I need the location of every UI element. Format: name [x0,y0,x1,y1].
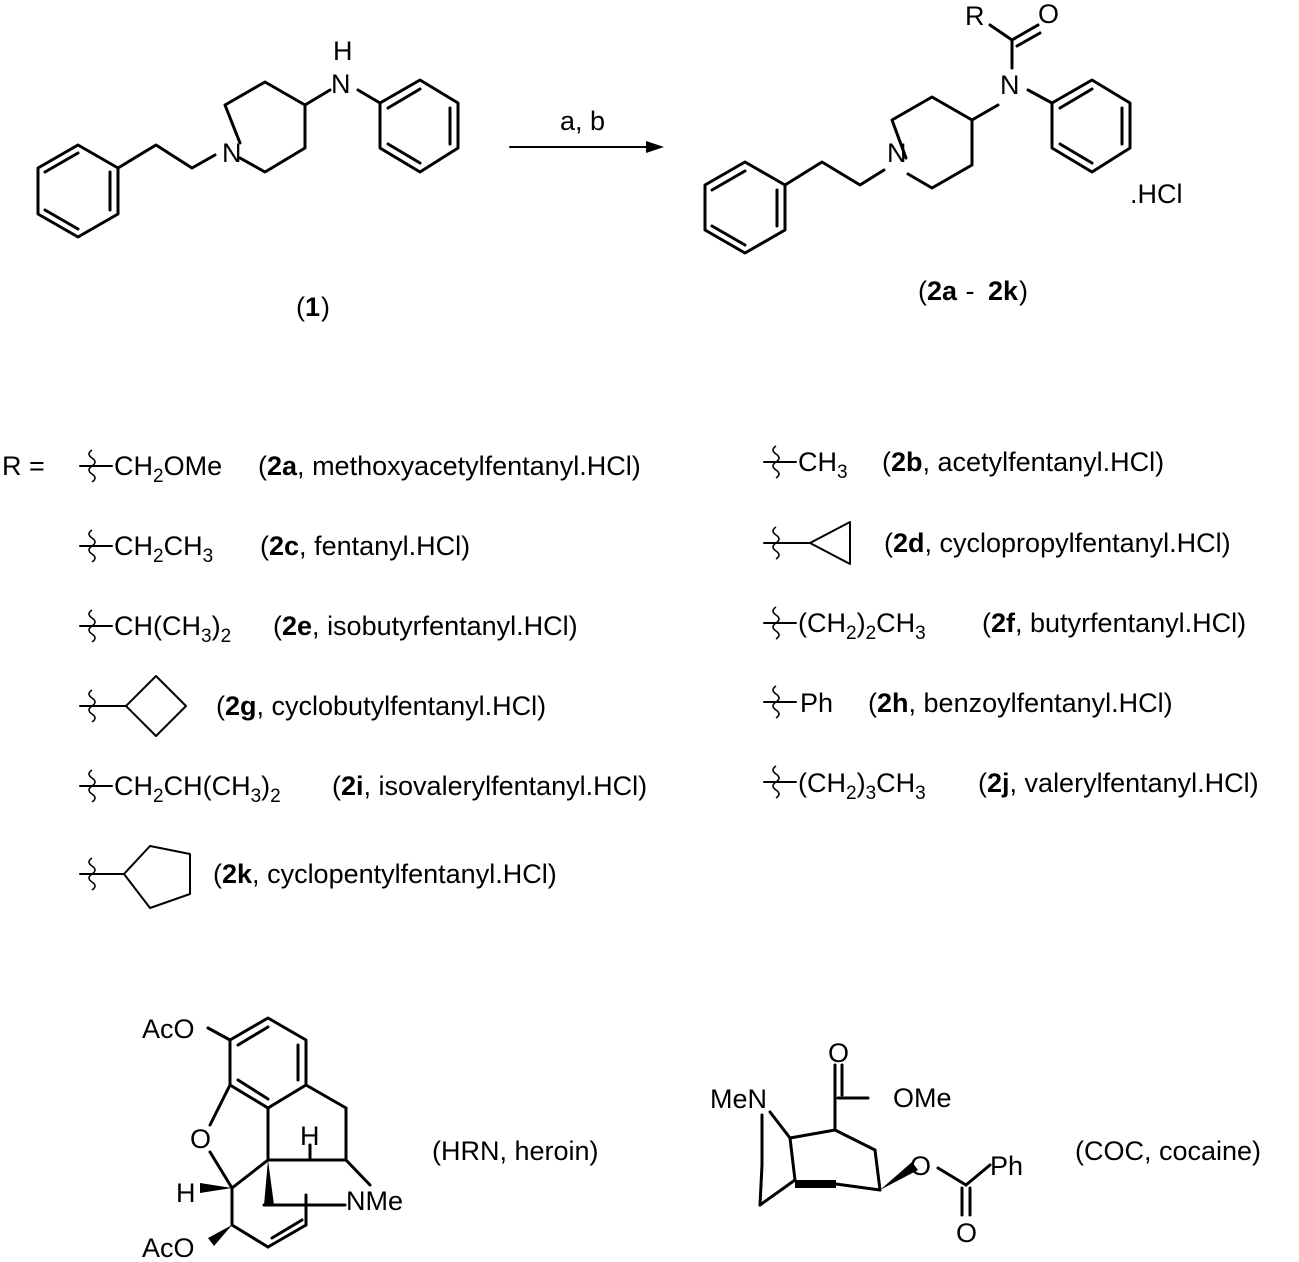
heroin-atom-aco-bottom: AcO [142,1233,195,1262]
cyclopentyl-ring [123,845,191,909]
benzene-ring-left [36,143,120,239]
svg-text:CH(CH3)2: CH(CH3)2 [114,611,231,647]
svg-text:(2e, isobutyrfentanyl.HCl): (2e, isobutyrfentanyl.HCl) [273,611,578,641]
cocaine-atom-o-link: O [910,1151,931,1181]
r-prefix: R = [2,451,45,481]
svg-text:(CH2)3CH3: (CH2)3CH3 [798,768,926,804]
code-2h: 2h [877,688,909,718]
cyclobutyl-ring [125,675,187,737]
product-label-first: 2a [927,276,958,306]
name-2e: isobutyrfentanyl.HCl [327,611,569,641]
benzene-ring-aniline [378,78,460,174]
group-2h: Ph [800,688,833,718]
substituent-2f: (CH2)2CH3 (2f, butyrfentanyl.HCl) [763,606,1246,644]
heroin-atom-aco-top: AcO [142,1014,195,1044]
heroin-atom-nme: NMe [346,1186,403,1216]
cyclopropyl-ring [809,521,851,565]
code-2f: 2f [991,608,1016,638]
cocaine-atom-o-ester: O [828,1038,849,1068]
name-2j: valerylfentanyl.HCl [1025,768,1250,798]
heroin-atom-h-left: H [176,1178,196,1208]
name-2g: cyclobutylfentanyl.HCl [272,691,538,721]
heroin-atom-h-top: H [300,1121,320,1151]
product-label-last: 2k [988,276,1019,306]
svg-text:(2d, cyclopropylfentanyl.HCl): (2d, cyclopropylfentanyl.HCl) [884,528,1231,558]
product-label-dash: - [958,276,982,306]
reaction-conditions: a, b [560,106,605,136]
substituent-2k: (2k, cyclopentylfentanyl.HCl) [79,845,557,909]
cocaine-label: (COC, cocaine) [1075,1136,1261,1166]
substituent-2d: (2d, cyclopropylfentanyl.HCl) [763,521,1231,565]
svg-text:CH2CH3: CH2CH3 [114,531,213,567]
substituent-2i: CH2CH(CH3)2 (2i, isovalerylfentanyl.HCl) [79,769,647,807]
substituent-2a: CH2OMe (2a, methoxyacetylfentanyl.HCl) [79,449,641,487]
substituent-2c: CH2CH3 (2c, fentanyl.HCl) [79,529,470,567]
product-label-close: ) [1019,276,1028,306]
name-2b: acetylfentanyl.HCl [938,447,1156,477]
code-2e: 2e [282,611,312,641]
product-atom-n-amide: N [1000,70,1020,100]
cocaine-atom-o-carbonyl: O [956,1218,977,1248]
compound-2-structure: N N R O [703,0,1132,255]
substituent-2b: CH3 (2b, acetylfentanyl.HCl) [763,445,1164,483]
compound-1-label-close: ) [321,292,330,322]
name-2k: cyclopentylfentanyl.HCl [267,859,548,889]
cocaine-structure: MeN O OMe O Ph O [710,1038,1023,1248]
aromatic-inner-bonds [43,151,80,174]
product-label-open: ( [918,276,927,306]
ethyl-linker [116,143,217,170]
code-2a: 2a [267,451,298,481]
reaction-arrow [509,141,664,153]
cocaine-atom-ome: OMe [893,1083,952,1113]
code-2g: 2g [225,691,257,721]
name-2a: methoxyacetylfentanyl.HCl [312,451,632,481]
code-2c: 2c [269,531,299,561]
name-2d: cyclopropylfentanyl.HCl [940,528,1222,558]
svg-text:(2i, isovalerylfentanyl.HCl): (2i, isovalerylfentanyl.HCl) [332,771,647,801]
name-2h: benzoylfentanyl.HCl [924,688,1164,718]
substituent-2g: (2g, cyclobutylfentanyl.HCl) [79,675,546,737]
svg-text:CH3: CH3 [798,447,848,483]
name-2f: butyrfentanyl.HCl [1030,608,1237,638]
code-2i: 2i [341,771,364,801]
svg-text:(2b, acetylfentanyl.HCl): (2b, acetylfentanyl.HCl) [882,447,1164,477]
cocaine-atom-men: MeN [710,1084,767,1114]
product-atom-o: O [1038,0,1059,29]
substituent-2j: (CH2)3CH3 (2j, valerylfentanyl.HCl) [763,765,1259,804]
svg-text:(2a, methoxyacetylfentanyl.HCl: (2a, methoxyacetylfentanyl.HCl) [258,451,641,481]
product-atom-n-piperidine: N [887,138,907,168]
svg-text:(CH2)2CH3: (CH2)2CH3 [798,608,926,644]
svg-text:CH2CH(CH3)2: CH2CH(CH3)2 [114,771,281,807]
atom-n-piperidine: N [222,138,242,168]
product-salt: .HCl [1130,179,1183,209]
code-2k: 2k [222,859,253,889]
svg-text:(2f, butyrfentanyl.HCl): (2f, butyrfentanyl.HCl) [982,608,1246,638]
heroin-atom-o: O [190,1124,211,1154]
compound-1-structure: N N H [36,36,460,239]
svg-text:(2h, benzoylfentanyl.HCl): (2h, benzoylfentanyl.HCl) [868,688,1173,718]
code-2d: 2d [893,528,925,558]
substituent-2h: Ph (2h, benzoylfentanyl.HCl) [763,685,1173,719]
name-2c: fentanyl.HCl [314,531,461,561]
cocaine-atom-ph: Ph [990,1151,1023,1181]
product-atom-r: R [965,1,985,31]
svg-text:(2c, fentanyl.HCl): (2c, fentanyl.HCl) [260,531,470,561]
compound-1-label-number: 1 [305,292,320,322]
heroin-label: (HRN, heroin) [432,1136,599,1166]
code-2j: 2j [987,768,1010,798]
compound-1-label-open: ( [296,292,305,322]
atom-n-amine: N [331,69,351,99]
heroin-structure: AcO O NMe H H AcO [142,1014,403,1262]
name-2i: isovalerylfentanyl.HCl [379,771,639,801]
atom-h-amine: H [333,36,353,66]
substituent-2e: CH(CH3)2 (2e, isobutyrfentanyl.HCl) [79,609,578,647]
svg-text:(2k, cyclopentylfentanyl.HCl): (2k, cyclopentylfentanyl.HCl) [213,859,557,889]
svg-text:(2j, valerylfentanyl.HCl): (2j, valerylfentanyl.HCl) [978,768,1259,798]
code-2b: 2b [891,447,923,477]
svg-text:CH2OMe: CH2OMe [114,451,222,487]
svg-text:(2g, cyclobutylfentanyl.HCl): (2g, cyclobutylfentanyl.HCl) [216,691,546,721]
